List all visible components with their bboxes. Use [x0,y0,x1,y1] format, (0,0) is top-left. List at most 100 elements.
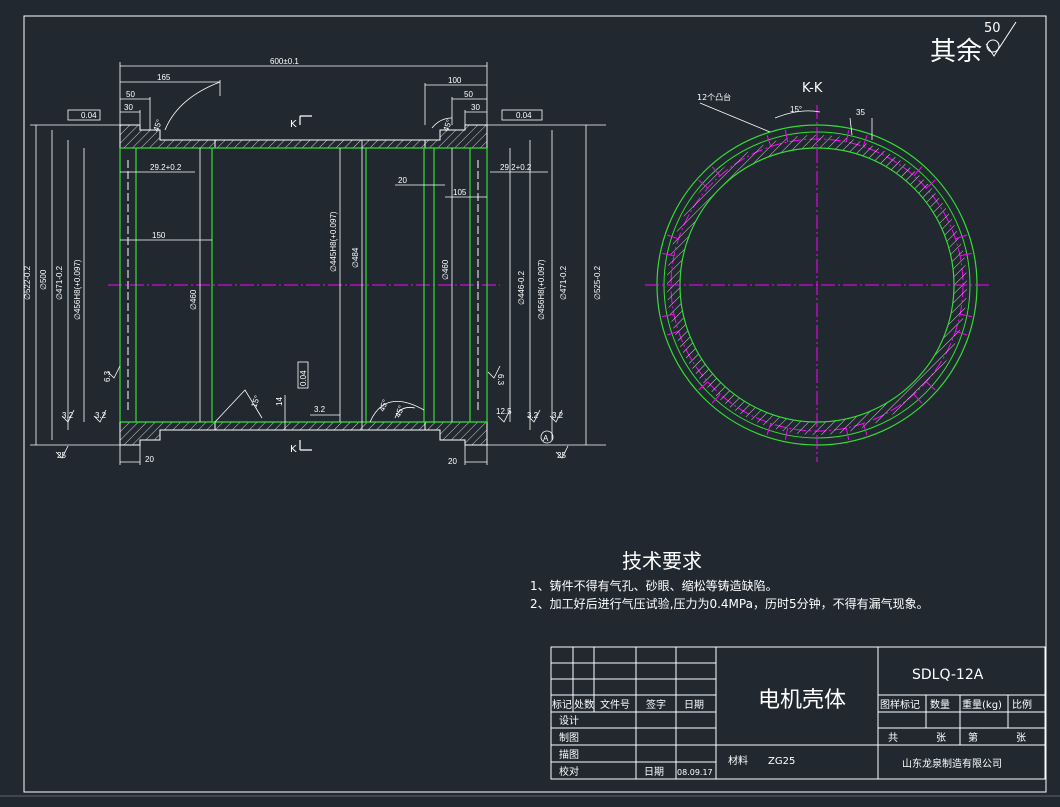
row-design: 设计 [559,714,579,727]
dim-20-bottom-left: 20 [145,455,154,464]
boss-tick [784,427,789,440]
title-block-grid [550,646,1046,780]
rough-3-2-left-a: 3.2 [62,411,74,420]
boss-tick [862,134,868,147]
visible-edges [119,147,488,423]
top-dimension-lines [119,62,488,130]
material-value: ZG25 [768,756,795,767]
boss-tick [784,130,789,143]
material-label: 材料 [728,754,748,767]
dim-50-right: 50 [464,90,473,99]
section-k-k-view: K-K 12个凸台 15° 35 [645,81,990,462]
boss-angle: 15° [790,105,802,114]
row-check: 校对 [559,765,579,778]
dim-165: 165 [157,73,171,82]
angle-45-top-left: 45° [151,118,164,132]
hdr-mark: 标记 [552,699,572,711]
tol-flat-right: 0.04 [516,111,532,120]
col-scale: 比例 [1012,698,1032,711]
boss-tick [959,252,972,257]
inner-dimension-lines [120,171,548,241]
boss-width: 35 [856,108,865,117]
dim-20-bottom-right: 20 [448,457,457,466]
dim-20-mid: 20 [398,176,407,185]
dim-dia-446: ∅446-0.2 [517,270,526,305]
hdr-sign: 签字 [646,698,666,711]
roughness-symbols [55,365,569,459]
tol-frame-mid [297,361,309,389]
dim-30-left: 30 [124,103,133,112]
rough-12-5-right: 12.5 [496,407,512,416]
angle-45-bottom-a: 45° [377,398,390,412]
top-wall-section [214,139,426,149]
roughness-note-label: 其余 [930,37,982,67]
boss-tick [766,134,772,147]
dim-105: 105 [453,188,467,197]
dim-dia-456-right: ∅456H8(+0.097) [537,259,546,320]
boss-tick [698,381,709,391]
section-title: K-K [802,81,823,96]
bottom-dimension-lines [119,395,488,465]
roughness-circle-icon [986,39,1000,53]
rough-6-3-right: 6.3 [496,374,505,386]
angle-markers [164,81,453,423]
boss-tick [766,423,772,436]
rough-6-3-left: 6.3 [103,370,112,382]
flatness-frame-right [501,109,543,121]
hdr-file: 文件号 [600,698,630,711]
section-mark-top: K [290,119,297,130]
boss-tick [913,166,923,177]
boss-tick [955,330,968,336]
diameter-lines-left [30,124,606,446]
col-quantity: 数量 [930,698,950,711]
rough-3-2-right-b: 3.2 [552,411,564,420]
boss-dimension-lines [699,102,873,140]
dim-dia-445: ∅445H8(+0.097) [329,211,338,272]
date-value: 08.09.17 [677,768,713,777]
hdr-zone: 处数 [574,698,594,711]
hdr-date: 日期 [684,699,704,711]
company-name: 山东龙泉制造有限公司 [902,757,1002,770]
top-right-flange-section [424,124,488,149]
dim-dia-484: ∅484 [351,247,360,268]
dim-30-right: 30 [471,103,480,112]
dim-100: 100 [448,76,462,85]
boss-tick [959,313,972,318]
boss-positions [662,130,972,440]
col-weight: 重量(kg) [962,698,1002,711]
boss-tick [955,234,968,240]
dim-dia-456-left: ∅456H8(+0.097) [73,259,82,320]
drawing-number: SDLQ-12A [912,667,984,683]
datum-circle-icon [540,430,554,444]
tol-mid: 0.04 [299,370,308,386]
dim-3-2: 3.2 [314,405,326,414]
boss-tick [925,179,936,189]
rough-25-left: 25 [57,451,66,460]
boss-tick [662,313,675,318]
flatness-frame-left [67,109,101,121]
section-cut-top-icon [299,115,312,125]
dim-overall-length: 600±0.1 [270,57,299,66]
bottom-wall-section [214,421,426,431]
datum-label: A [543,434,549,443]
drawing-border [23,15,1047,793]
boss-tick [845,130,850,143]
dim-14: 14 [275,397,284,406]
boss-tick [666,330,679,336]
boss-tick [913,393,923,404]
section-mark-bottom: K [290,444,297,455]
page-label: 第 [968,731,978,744]
bottom-left-flange-section [119,421,216,446]
row-trace: 描图 [559,748,579,761]
boss-tick [711,166,721,177]
boss-note: 12个凸台 [697,92,731,102]
boss-tick [711,393,721,404]
angle-45-bottom-b: 45° [393,404,406,418]
col-drawing-mark: 图样标记 [880,698,920,711]
dim-dia-525: ∅525-0.2 [593,265,602,300]
sheet-label: 张 [936,732,946,744]
top-left-flange-section [119,124,216,149]
angle-15-bottom: 15° [249,394,262,408]
